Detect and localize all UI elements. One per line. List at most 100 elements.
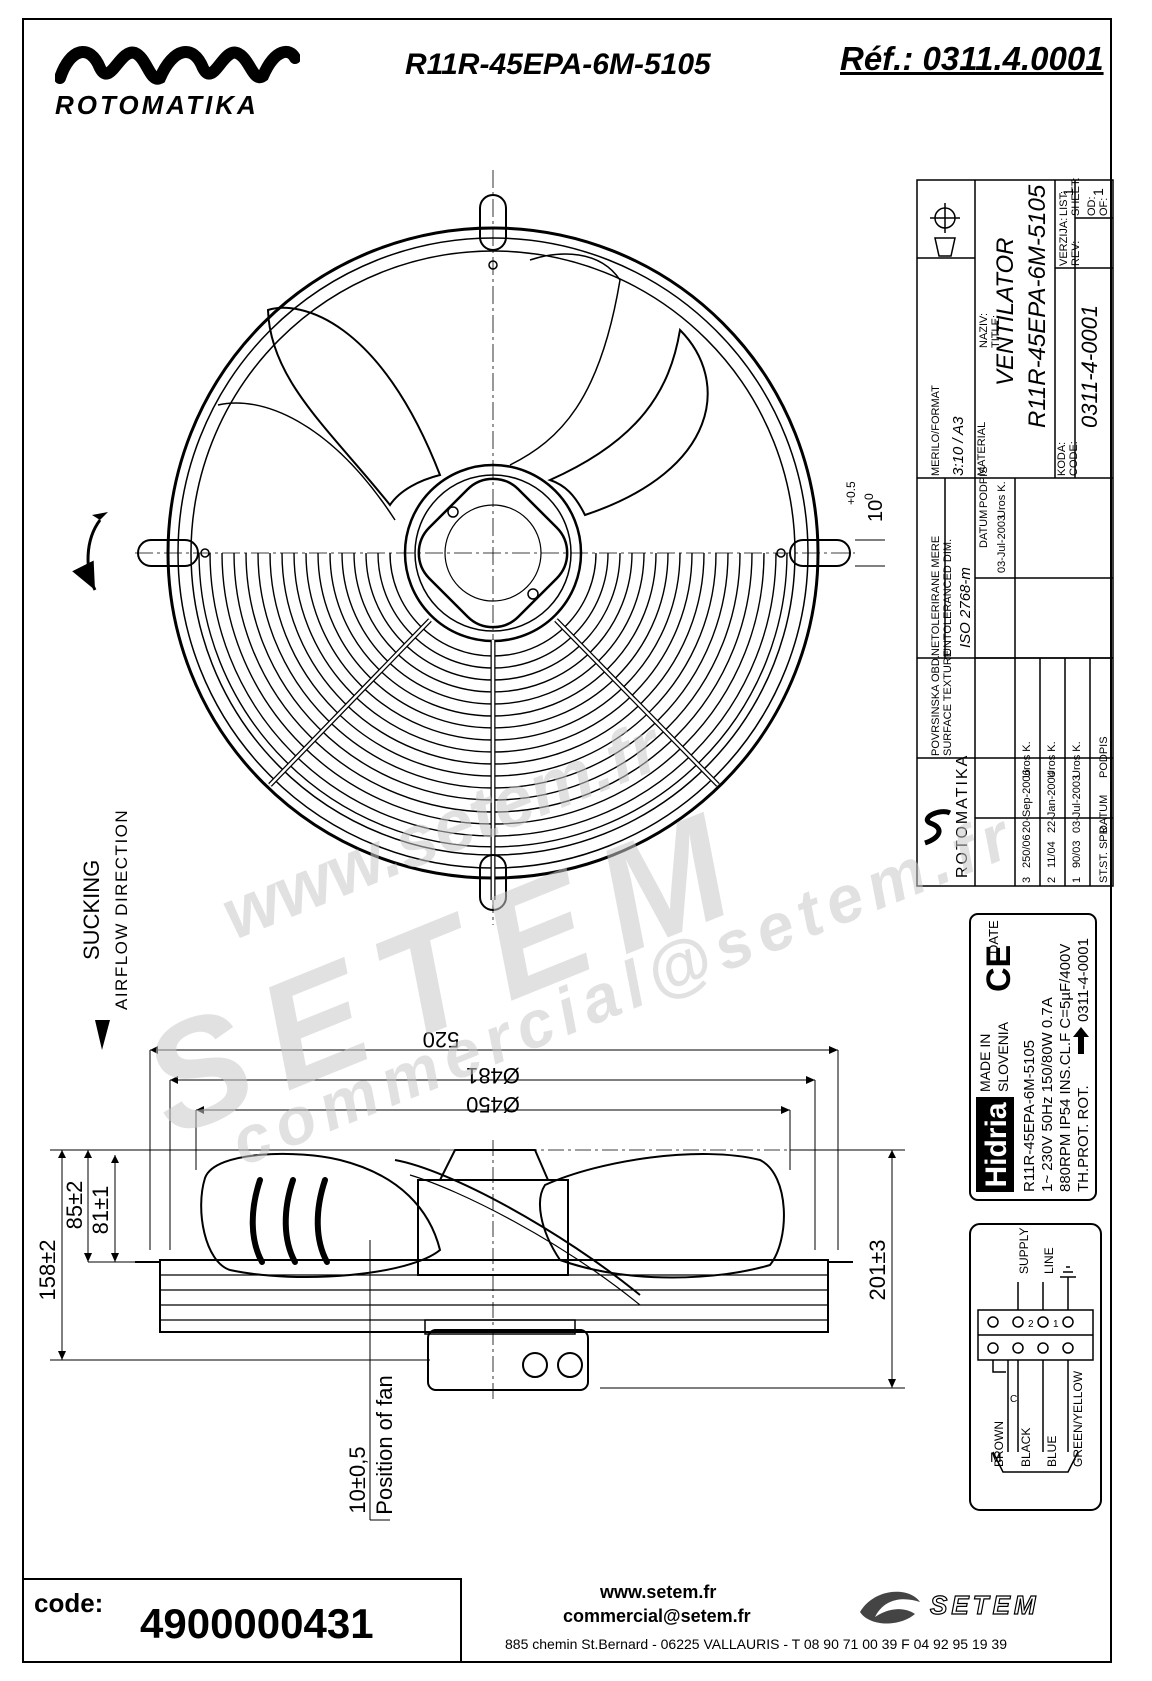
title-block: MERILO/FORMAT 3:10 / A3 NETOLERIRANE MER…: [916, 178, 1114, 887]
tb-rev-2-datum: 22-Jan-2004: [1046, 771, 1058, 833]
wiring-supply-2: LINE: [1042, 1247, 1056, 1274]
tb-tol-label-2: UNTOLERANCED DIM.: [942, 539, 954, 656]
dim-position-label: Position of fan: [372, 1375, 397, 1514]
dim-520: 520: [423, 1027, 460, 1052]
wire-black: BLACK: [1019, 1428, 1033, 1467]
dim-position-value: 10±0,5: [345, 1446, 370, 1513]
tb-rev-3-podpis: Uros K.: [1021, 741, 1033, 778]
tb-scale-label: MERILO/FORMAT: [930, 385, 942, 476]
tb-rev-2-spr: 11/04: [1046, 841, 1058, 868]
plate-made-in-2: SLOVENIA: [995, 1021, 1011, 1092]
rotomatika-logo: [55, 46, 300, 85]
tb-sheet-label-1: LIST:: [1058, 191, 1070, 216]
tb-datum-head: DATUM: [978, 510, 990, 548]
airflow-line-2: AIRFLOW DIRECTION: [112, 809, 131, 1010]
tb-name-2: R11R-45EPA-6M-5105: [1024, 184, 1051, 428]
tb-name-label-2: TITLE:: [990, 315, 1002, 348]
tb-rev-1-st: 1: [1071, 877, 1083, 883]
tb-tol-label-1: NETOLERIRANE MERE: [930, 536, 942, 656]
rotation-arrow: [72, 512, 108, 591]
tb-surface-label-1: POVRSINSKA OBD.: [930, 655, 942, 756]
airflow-line-1: SUCKING: [79, 860, 104, 960]
footer-web-link[interactable]: www.setem.fr: [600, 1582, 717, 1602]
drawing-frame: [22, 18, 1112, 1663]
tb-rev-1-spr: 90/03: [1071, 840, 1083, 868]
tb-rev-label-2: REV:: [1070, 241, 1082, 266]
tb-of-value: 1: [1090, 188, 1106, 196]
fan-top-view: [135, 170, 855, 925]
tb-rev-1-datum: 03-Jul-2003: [1071, 775, 1083, 833]
plate-line-3: 880RPM IP54 INS.CL.F C=5µF/400V: [1057, 944, 1074, 1192]
plate-date: DATE: [986, 920, 1001, 954]
plate-line-4-code: 0311-4-0001: [1075, 938, 1092, 1022]
tb-code-label-2: CODE:: [1068, 441, 1080, 476]
fan-side-view: [135, 1140, 853, 1400]
top-tolerance: 10 +0.5 0: [844, 481, 887, 567]
tb-rev-label-1: VERZIJA:: [1058, 218, 1070, 266]
top-tolerance-sup: +0.5: [844, 481, 858, 505]
tb-tol-value: ISO 2768-m: [957, 567, 974, 648]
dim-81: 81±1: [88, 1186, 113, 1235]
tb-rev-head-spr: ST. SPR.: [1098, 823, 1110, 868]
wiring-m: M: [990, 1449, 1002, 1465]
plate-brand: Hidria: [980, 1102, 1013, 1187]
tb-surface-label-2: SURFACE TEXTURE: [942, 650, 954, 756]
dimension-labels: 520 Ø481 Ø450 158±2 85±2 81±1 201±3 10±0…: [35, 1027, 890, 1515]
airflow-label: SUCKING AIRFLOW DIRECTION: [79, 809, 131, 1050]
wiring-supply-1: SUPPLY: [1017, 1228, 1031, 1274]
tb-date-drawn: 03-Jul-2003: [996, 515, 1008, 573]
wiring-c: C: [1010, 1394, 1017, 1405]
code-label: code:: [34, 1588, 104, 1618]
terminal-2: 2: [1028, 1319, 1034, 1330]
dim-201: 201±3: [865, 1239, 890, 1300]
tb-material-label: MATERIAL: [976, 422, 988, 476]
tb-code-label-1: KODA:: [1056, 442, 1068, 476]
tb-rev-3-spr: 250/06: [1021, 834, 1033, 868]
dim-85: 85±2: [62, 1181, 87, 1230]
plate-made-in-1: MADE IN: [977, 1034, 993, 1092]
setem-swoosh-icon: [860, 1591, 920, 1624]
tb-brand: ROTOMATIKA: [954, 754, 971, 878]
code-value: 4900000431: [140, 1600, 374, 1647]
tb-sign-drawn: Uros K.: [996, 481, 1008, 518]
plate-ce: CE: [980, 945, 1018, 992]
wiring-diagram: SUPPLY LINE 2 1 M C BROWN BLACK BLUE GRE…: [969, 1223, 1102, 1511]
header-model: R11R-45EPA-6M-5105: [405, 48, 711, 81]
footer-email-link[interactable]: commercial@setem.fr: [563, 1606, 751, 1626]
tb-sheet-label-2: SHEET:: [1070, 178, 1082, 216]
rotation-arrow-icon: [1073, 1027, 1089, 1054]
dim-450: Ø450: [466, 1092, 520, 1117]
wire-blue: BLUE: [1045, 1436, 1059, 1467]
header-reference: Réf.: 0311.4.0001: [840, 40, 1104, 77]
tb-name-label-1: NAZIV:: [978, 313, 990, 348]
tb-rev-head-st: ST.: [1098, 867, 1110, 883]
tb-of-label-1: OD:: [1086, 196, 1098, 216]
tb-sheet-value: 1: [1060, 188, 1076, 196]
tb-rev-1-podpis: Uros K.: [1071, 741, 1083, 778]
header-brand: ROTOMATIKA: [55, 90, 259, 120]
tb-rev-head-datum: DATUM: [1098, 795, 1110, 833]
code-box: [22, 1578, 462, 1663]
plate-line-4: TH.PROT. ROT.: [1075, 1085, 1092, 1192]
tb-code-value: 0311-4-0001: [1077, 305, 1102, 428]
tb-rev-3-st: 3: [1021, 877, 1033, 883]
setem-logo: SETEM: [929, 1589, 1040, 1620]
top-tolerance-sub: 0: [862, 493, 876, 500]
terminal-1: 1: [1053, 1319, 1059, 1330]
tb-rev-head-podpis: PODPIS: [1098, 736, 1110, 778]
dim-158: 158±2: [35, 1239, 60, 1300]
tb-rev-3-datum: 20-Sep-2006: [1021, 769, 1033, 833]
tb-rev-2-podpis: Uros K.: [1046, 741, 1058, 778]
tb-of-label-2: OF:: [1098, 198, 1110, 216]
tb-rotomatika-logo: ROTOMATIKA: [924, 754, 971, 878]
tb-name-1: VENTILATOR: [992, 238, 1019, 386]
label-plate: Hidria MADE IN SLOVENIA CE DATE R11R-45E…: [969, 913, 1097, 1201]
top-tolerance-value: 10: [865, 500, 887, 522]
dim-481: Ø481: [466, 1063, 520, 1088]
tb-podpis-head: PODPIS: [978, 466, 990, 508]
dimension-lines: [50, 1046, 905, 1521]
tb-scale-value: 3:10 / A3: [950, 416, 967, 476]
wire-green-yellow: GREEN/YELLOW: [1071, 1370, 1085, 1467]
wire-brown: BROWN: [992, 1421, 1006, 1467]
